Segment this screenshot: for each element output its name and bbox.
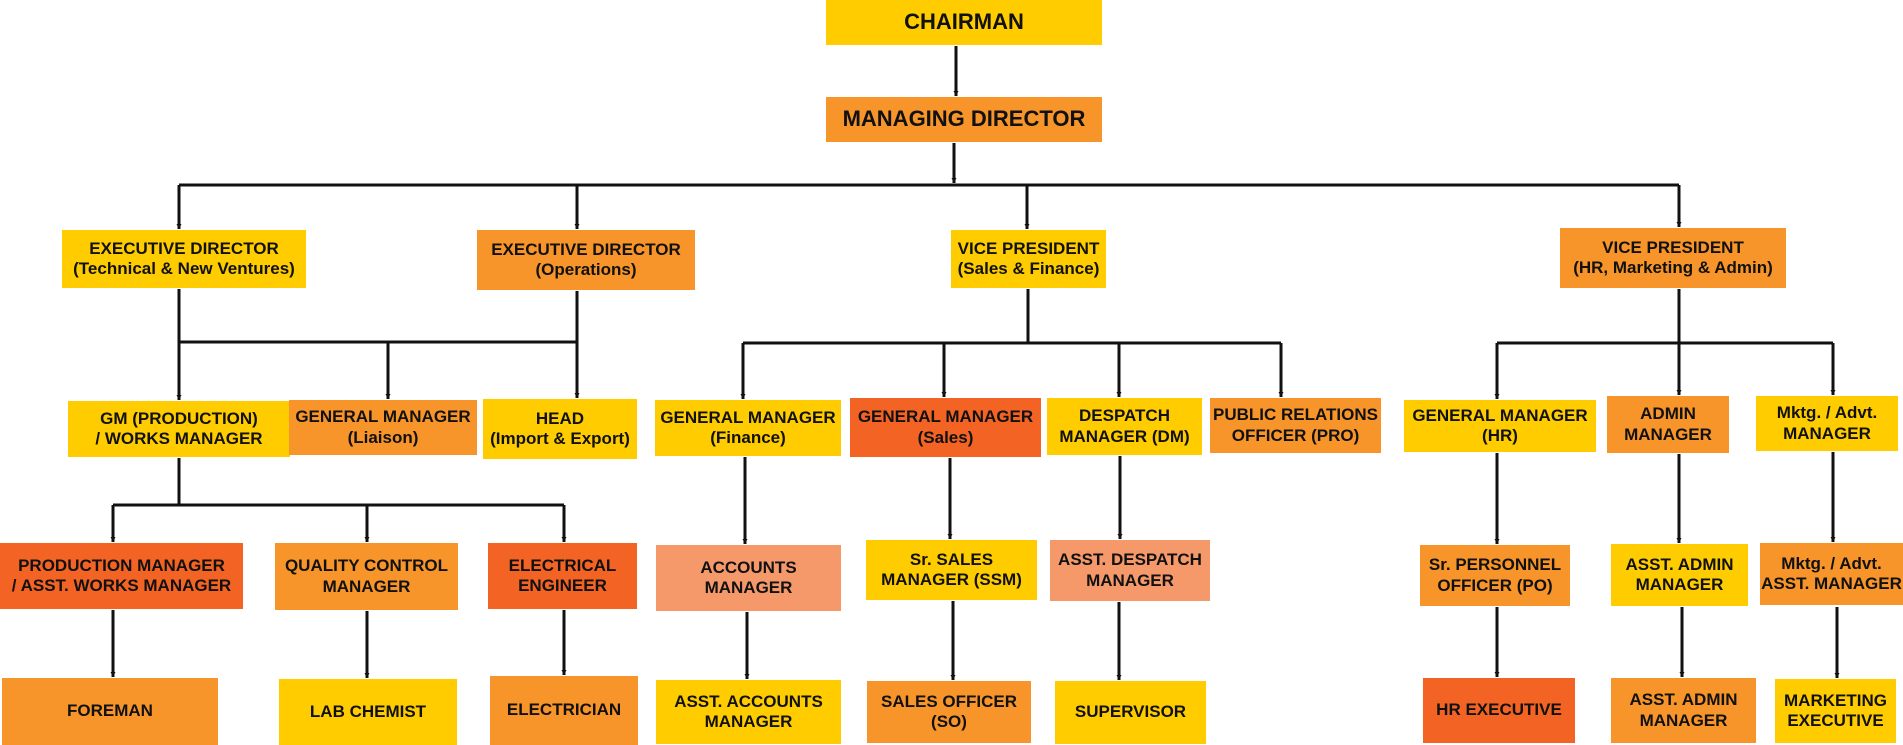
box-label-line: MANAGER <box>1639 710 1728 730</box>
box-label-line: ASST. ACCOUNTS <box>674 691 823 711</box>
vice-president-hr-marketing-admin-box: VICE PRESIDENT(HR, Marketing & Admin) <box>1560 228 1786 288</box>
box-label-line: FOREMAN <box>67 701 153 721</box>
general-manager-liaison-box: GENERAL MANAGER(Liaison) <box>289 400 477 455</box>
box-label-line: ASST. ADMIN <box>1629 690 1738 710</box>
managing-director-box: MANAGING DIRECTOR <box>826 97 1102 142</box>
box-label-line: DESPATCH <box>1079 406 1170 426</box>
box-label-line: (Sales & Finance) <box>957 259 1100 278</box>
box-label-line: (Technical & New Ventures) <box>73 259 295 278</box>
marketing-asst-manager-box: Mktg. / Advt.ASST. MANAGER <box>1760 543 1903 605</box>
box-label-line: GENERAL MANAGER <box>660 407 836 427</box>
sales-officer-box: SALES OFFICER(SO) <box>867 681 1031 743</box>
gm-production-box: GM (PRODUCTION)/ WORKS MANAGER <box>68 401 290 457</box>
box-label-line: MANAGER <box>704 712 793 731</box>
box-label-line: PUBLIC RELATIONS <box>1213 405 1378 425</box>
box-label-line: MANAGER (SSM) <box>881 570 1022 589</box>
box-label-line: HR EXECUTIVE <box>1436 700 1562 720</box>
box-label-line: (Liaison) <box>347 427 419 447</box>
box-label-line: VICE PRESIDENT <box>957 238 1100 258</box>
box-label-line: MANAGER <box>1783 423 1871 443</box>
box-label-line: (SO) <box>931 712 967 731</box>
box-label-line: Mktg. / Advt. <box>1781 553 1882 573</box>
box-label-line: MANAGER <box>1624 424 1712 444</box>
production-manager-box: PRODUCTION MANAGER/ ASST. WORKS MANAGER <box>0 543 243 609</box>
box-label-line: Sr. PERSONNEL <box>1428 555 1562 575</box>
head-import-export-box: HEAD(Import & Export) <box>483 399 637 459</box>
box-label-line: (Sales) <box>917 427 974 447</box>
general-manager-hr-box: GENERAL MANAGER(HR) <box>1404 400 1596 452</box>
foreman-box: FOREMAN <box>2 678 218 745</box>
supervisor-box: SUPERVISOR <box>1055 681 1206 744</box>
box-label-line: GM (PRODUCTION) <box>100 408 258 428</box>
box-label-line: (Operations) <box>535 260 637 279</box>
box-label-line: GENERAL MANAGER <box>295 407 471 427</box>
box-label-line: (HR, Marketing & Admin) <box>1573 258 1773 277</box>
box-label-line: MANAGER <box>704 578 793 597</box>
box-label-line: OFFICER (PRO) <box>1231 425 1360 445</box>
executive-director-technical-box: EXECUTIVE DIRECTOR(Technical & New Ventu… <box>62 230 306 288</box>
box-label-line: SUPERVISOR <box>1074 702 1187 722</box>
box-label-line: ASST. MANAGER <box>1761 574 1902 593</box>
box-label-line: GENERAL MANAGER <box>857 407 1034 427</box>
electrician-box: ELECTRICIAN <box>490 676 638 745</box>
box-label-line: ASST. DESPATCH <box>1058 550 1202 570</box>
hr-executive-box: HR EXECUTIVE <box>1423 678 1575 743</box>
chairman-box: CHAIRMAN <box>826 0 1102 45</box>
box-label-line: ASST. ADMIN <box>1625 554 1734 574</box>
box-label-line: LAB CHEMIST <box>309 701 427 721</box>
box-label-line: SALES OFFICER <box>880 691 1017 711</box>
box-label-line: MANAGER <box>1086 570 1174 590</box>
box-label-line: (Finance) <box>710 428 786 447</box>
box-label-line: MANAGER <box>322 576 411 596</box>
box-label-line: Mktg. / Advt. <box>1776 403 1878 423</box>
box-label-line: ADMIN <box>1640 404 1696 424</box>
executive-director-operations-box: EXECUTIVE DIRECTOR(Operations) <box>477 230 695 290</box>
box-label-line: (HR) <box>1482 426 1518 445</box>
general-manager-sales-box: GENERAL MANAGER(Sales) <box>850 398 1041 457</box>
box-label-line: EXECUTIVE DIRECTOR <box>89 238 279 258</box>
box-label-line: MANAGER <box>1635 575 1724 594</box>
box-label-line: OFFICER (PO) <box>1437 575 1553 595</box>
box-label-line: HEAD <box>535 408 585 428</box>
box-label-line: Sr. SALES <box>909 549 994 569</box>
box-label-line: EXECUTIVE DIRECTOR <box>491 239 681 259</box>
box-label-line: / ASST. WORKS MANAGER <box>11 576 232 595</box>
vice-president-sales-finance-box: VICE PRESIDENT(Sales & Finance) <box>951 230 1106 288</box>
box-label-line: / WORKS MANAGER <box>95 429 263 448</box>
box-label-line: MANAGING DIRECTOR <box>842 106 1086 132</box>
box-label-line: ELECTRICIAN <box>506 700 622 720</box>
lab-chemist-box: LAB CHEMIST <box>279 679 457 745</box>
box-label-line: PRODUCTION MANAGER <box>18 555 225 575</box>
general-manager-finance-box: GENERAL MANAGER(Finance) <box>655 400 841 456</box>
box-label-line: VICE PRESIDENT <box>1602 237 1744 257</box>
marketing-advt-manager-box: Mktg. / Advt.MANAGER <box>1756 396 1898 451</box>
box-label-line: CHAIRMAN <box>904 9 1024 35</box>
box-label-line: ENGINEER <box>518 576 607 595</box>
box-label-line: MARKETING <box>1784 690 1887 710</box>
box-label-line: MANAGER (DM) <box>1059 426 1190 446</box>
box-label-line: ELECTRICAL <box>508 555 617 575</box>
box-label-line: ACCOUNTS <box>700 557 797 577</box>
box-label-line: QUALITY CONTROL <box>284 556 449 576</box>
box-label-line: EXECUTIVE <box>1787 711 1884 730</box>
box-label-line: (Import & Export) <box>490 429 630 448</box>
box-label-line: GENERAL MANAGER <box>1412 405 1588 425</box>
